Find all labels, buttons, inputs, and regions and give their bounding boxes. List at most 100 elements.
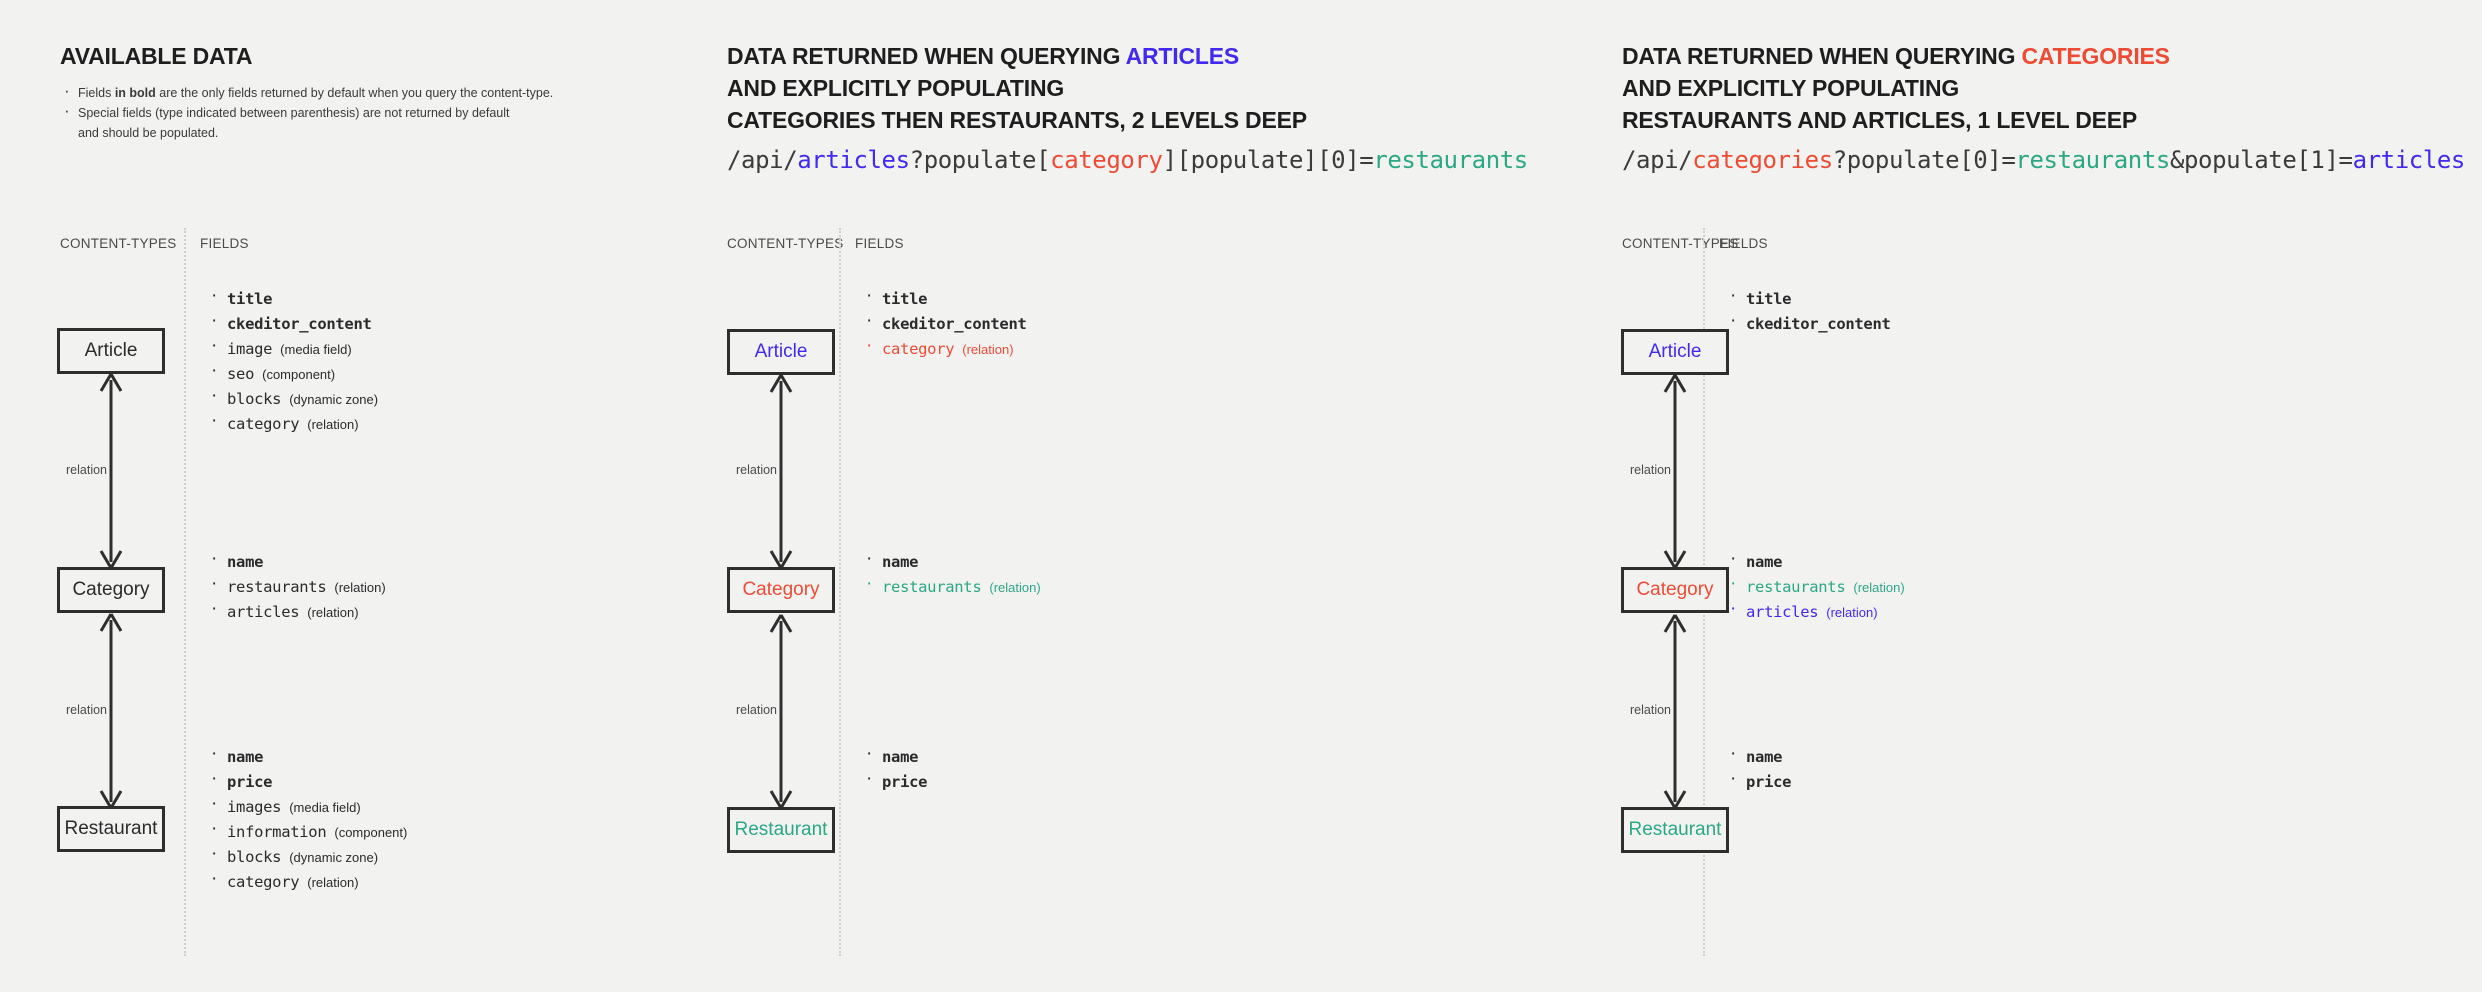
- intro-bullet-1-post: are the only fields returned by default …: [155, 86, 554, 100]
- endpoint-part: categories: [1692, 146, 1833, 174]
- intro-bullet-1-bold: in bold: [114, 86, 156, 100]
- field-row: restaurants (relation): [205, 571, 386, 600]
- entity-box-article-2[interactable]: Article: [727, 329, 835, 375]
- sublabel-fields-3: FIELDS: [1719, 236, 1768, 251]
- entity-box-category-2[interactable]: Category: [727, 567, 835, 613]
- field-type: (component): [262, 367, 336, 382]
- field-row: price: [860, 766, 935, 795]
- field-name: title: [882, 290, 928, 308]
- field-row: restaurants(relation): [860, 571, 1041, 600]
- field-row: restaurants (relation): [1724, 571, 1905, 600]
- relation-label-2b: relation: [736, 703, 777, 717]
- field-row: category(relation): [205, 408, 380, 437]
- column-2-inner-divider: [839, 228, 841, 956]
- relation-label-3b: relation: [1630, 703, 1671, 717]
- field-name: ckeditor_content: [1746, 315, 1891, 333]
- entity-label-restaurant-2: Restaurant: [734, 819, 828, 840]
- field-name: restaurants: [1746, 578, 1846, 596]
- endpoint-part: /api/: [1622, 146, 1693, 174]
- field-row: name: [860, 741, 935, 770]
- entity-box-restaurant-3[interactable]: Restaurant: [1621, 807, 1729, 853]
- entity-box-article-3[interactable]: Article: [1621, 329, 1729, 375]
- field-name: name: [1746, 748, 1783, 766]
- field-name: blocks: [227, 848, 282, 866]
- endpoint-part: ?populate[: [909, 146, 1051, 174]
- column-available-data: AVAILABLE DATA Fields in bold are the on…: [0, 0, 760, 992]
- field-name: information: [227, 823, 327, 841]
- field-name: restaurants: [227, 578, 327, 596]
- field-name: images: [227, 798, 282, 816]
- column-query-articles: DATA RETURNED WHEN QUERYING ARTICLES AND…: [700, 0, 1528, 992]
- sublabel-fields-1: FIELDS: [200, 236, 249, 251]
- field-name: restaurants: [882, 578, 982, 596]
- column-3-heading-line-3: RESTAURANTS AND ARTICLES, 1 LEVEL DEEP: [1622, 107, 2138, 133]
- fieldgroup-restaurant-2: name price: [860, 741, 935, 795]
- entity-box-restaurant-2[interactable]: Restaurant: [727, 807, 835, 853]
- relation-arrow-category-restaurant-3: [1655, 613, 1695, 810]
- fieldgroup-restaurant-3: name price: [1724, 741, 1799, 795]
- column-3-heading-line-1: DATA RETURNED WHEN QUERYING CATEGORIES: [1622, 40, 2170, 72]
- sublabel-fields-2: FIELDS: [855, 236, 904, 251]
- field-name: category: [227, 873, 300, 891]
- entity-box-restaurant-1[interactable]: Restaurant: [57, 806, 165, 852]
- field-row: ckeditor_content: [860, 308, 1035, 337]
- relation-label-1a: relation: [66, 463, 107, 477]
- intro-bullet-2: Special fields (type indicated between p…: [60, 101, 680, 123]
- field-row: name: [205, 741, 407, 770]
- field-row: information (component): [205, 816, 408, 845]
- entity-box-category-3[interactable]: Category: [1621, 567, 1729, 613]
- field-row: category(relation): [860, 333, 1035, 362]
- field-row: image(media field): [205, 333, 380, 362]
- field-row: name: [1724, 546, 1905, 575]
- field-type: (relation): [1853, 580, 1905, 595]
- entity-label-category-1: Category: [72, 579, 150, 600]
- field-type: (component): [334, 825, 408, 840]
- column-query-categories: DATA RETURNED WHEN QUERYING CATEGORIES A…: [1595, 0, 2482, 992]
- relation-arrow-article-category-1: [91, 372, 131, 570]
- entity-label-category-3: Category: [1636, 579, 1714, 600]
- field-type: (relation): [307, 417, 359, 432]
- column-3-heading: DATA RETURNED WHEN QUERYING CATEGORIES A…: [1622, 40, 2170, 136]
- entity-box-article-1[interactable]: Article: [57, 328, 165, 374]
- field-row: ckeditor_content: [205, 308, 380, 337]
- sublabel-content-types-1: CONTENT-TYPES: [60, 236, 177, 251]
- fieldgroup-category-3: name restaurants (relation) articles (rela…: [1724, 546, 1905, 625]
- entity-label-category-2: Category: [742, 579, 820, 600]
- column-2-heading-line-1-text: DATA RETURNED WHEN QUERYING: [727, 43, 1126, 69]
- field-name: category: [882, 340, 955, 358]
- field-row: name: [1724, 741, 1799, 770]
- field-row: category (relation): [205, 866, 407, 895]
- field-name: price: [1746, 773, 1792, 791]
- entity-box-category-1[interactable]: Category: [57, 567, 165, 613]
- field-name: ckeditor_content: [882, 315, 1027, 333]
- endpoint-part: category: [1050, 146, 1163, 174]
- sublabel-content-types-3: CONTENT-TYPES: [1622, 236, 1739, 251]
- field-name: name: [227, 553, 264, 571]
- column-2-endpoint-url: /api/articles?populate[category][populat…: [727, 146, 1528, 174]
- field-name: articles: [1746, 603, 1819, 621]
- endpoint-part: restaurants: [2015, 146, 2170, 174]
- column-1-heading: AVAILABLE DATA: [60, 40, 252, 72]
- field-row: blocks(dynamic zone): [205, 383, 380, 412]
- entity-label-restaurant-3: Restaurant: [1628, 819, 1722, 840]
- field-row: seo(component): [205, 358, 380, 387]
- fieldgroup-restaurant-1: name price images(media field) informati…: [205, 741, 408, 895]
- relation-arrow-article-category-3: [1655, 373, 1695, 570]
- fieldgroup-category-2: name restaurants(relation): [860, 546, 1041, 600]
- sublabel-content-types-2: CONTENT-TYPES: [727, 236, 844, 251]
- intro-bullet-2-cont-text: and should be populated.: [78, 126, 219, 140]
- field-type: (dynamic zone): [289, 850, 379, 865]
- endpoint-part: ][populate][0]=: [1162, 146, 1374, 174]
- field-type: (relation): [307, 875, 359, 890]
- endpoint-part: ?populate[0]=: [1832, 146, 2016, 174]
- field-type: (relation): [307, 605, 359, 620]
- field-type: (relation): [334, 580, 386, 595]
- column-2-heading-line-3: CATEGORIES THEN RESTAURANTS, 2 LEVELS DE…: [727, 107, 1307, 133]
- field-name: blocks: [227, 390, 282, 408]
- column-1-heading-text: AVAILABLE DATA: [60, 43, 253, 69]
- field-name: articles: [227, 603, 300, 621]
- field-row: articles (relation): [205, 596, 386, 625]
- field-name: name: [882, 553, 919, 571]
- field-name: name: [227, 748, 264, 766]
- field-row: name: [205, 546, 386, 575]
